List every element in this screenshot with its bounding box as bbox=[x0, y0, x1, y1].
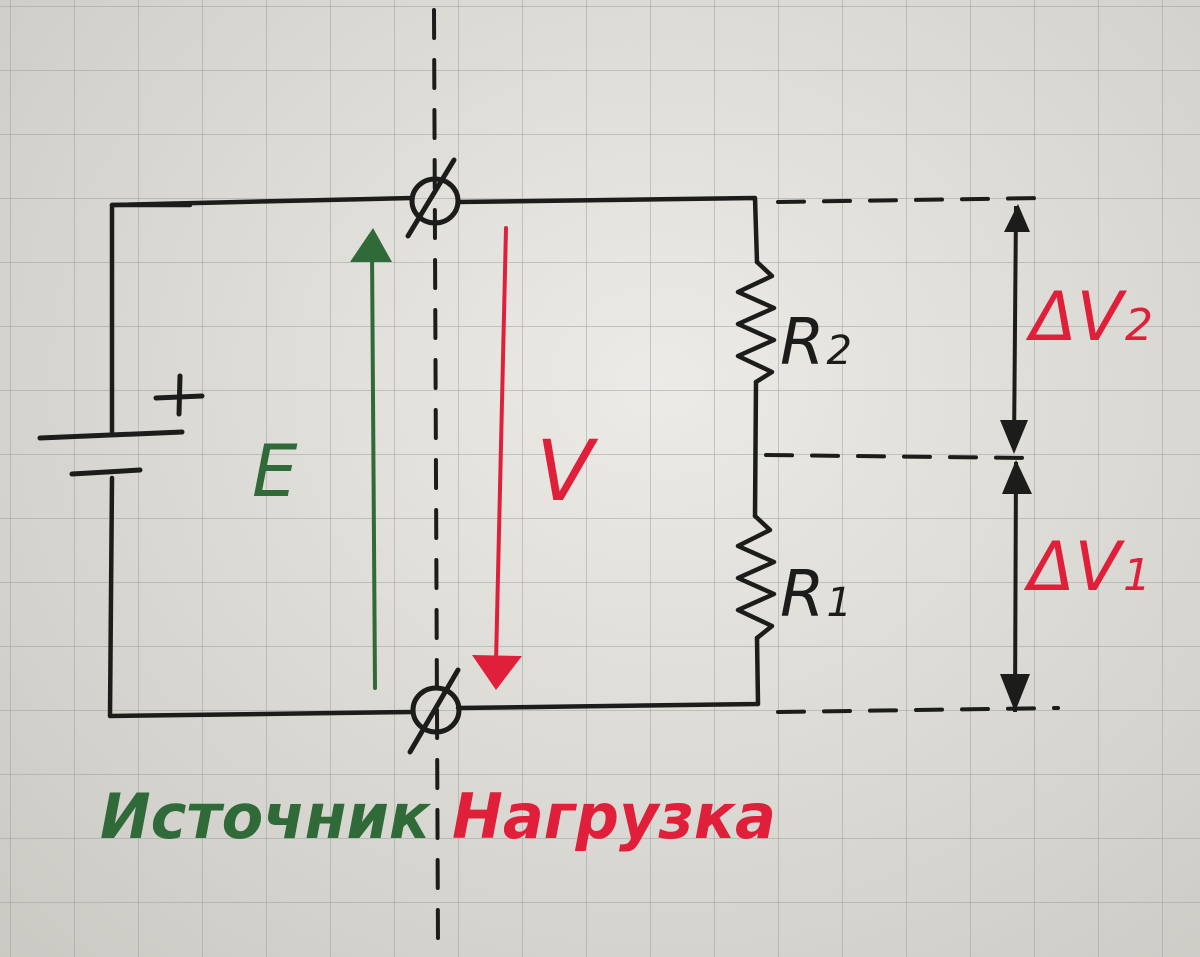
delta-v2-arrow-bottom bbox=[1000, 420, 1028, 454]
top-terminal-slash bbox=[405, 157, 457, 239]
delta-v1-label: ΔV1 bbox=[1023, 528, 1151, 607]
delta-v1-dimension-line bbox=[1013, 461, 1018, 713]
emf-label: E bbox=[252, 429, 298, 513]
voltage-label: V bbox=[536, 422, 599, 520]
bottom-right-wire bbox=[455, 635, 761, 711]
voltage-arrow-shaft bbox=[494, 226, 508, 664]
source-caption: Источник bbox=[100, 780, 432, 853]
bottom-extension-line bbox=[776, 706, 1060, 714]
battery-short-plate bbox=[69, 467, 143, 477]
delta-v2-arrow-top bbox=[1004, 204, 1030, 232]
top-terminal bbox=[409, 176, 461, 226]
top-wire bbox=[109, 195, 415, 208]
source-load-divider bbox=[432, 8, 440, 947]
bottom-left-wire bbox=[107, 475, 415, 719]
voltage-arrow-head bbox=[472, 655, 522, 690]
middle-wire bbox=[752, 379, 759, 519]
emf-arrow-head bbox=[350, 228, 392, 262]
delta-v1-arrow-bottom bbox=[1000, 674, 1030, 712]
resistor-r1 bbox=[735, 513, 777, 641]
battery-long-plate bbox=[37, 429, 185, 441]
delta-v2-dimension-line bbox=[1012, 205, 1018, 449]
top-extension-line bbox=[776, 196, 1047, 204]
bottom-terminal-slash bbox=[407, 667, 461, 755]
emf-arrow-shaft bbox=[370, 248, 377, 690]
plus-sign-v bbox=[176, 373, 183, 417]
delta-v1-arrow-top bbox=[1002, 460, 1032, 494]
r1-label: R1 bbox=[780, 558, 852, 632]
bottom-terminal bbox=[410, 685, 462, 735]
middle-extension-line bbox=[764, 453, 1032, 460]
load-caption: Нагрузка bbox=[452, 780, 776, 853]
r2-label: R2 bbox=[780, 306, 852, 380]
delta-v2-label: ΔV2 bbox=[1025, 278, 1153, 357]
top-right-wire bbox=[455, 195, 760, 265]
resistor-r2 bbox=[735, 259, 777, 385]
